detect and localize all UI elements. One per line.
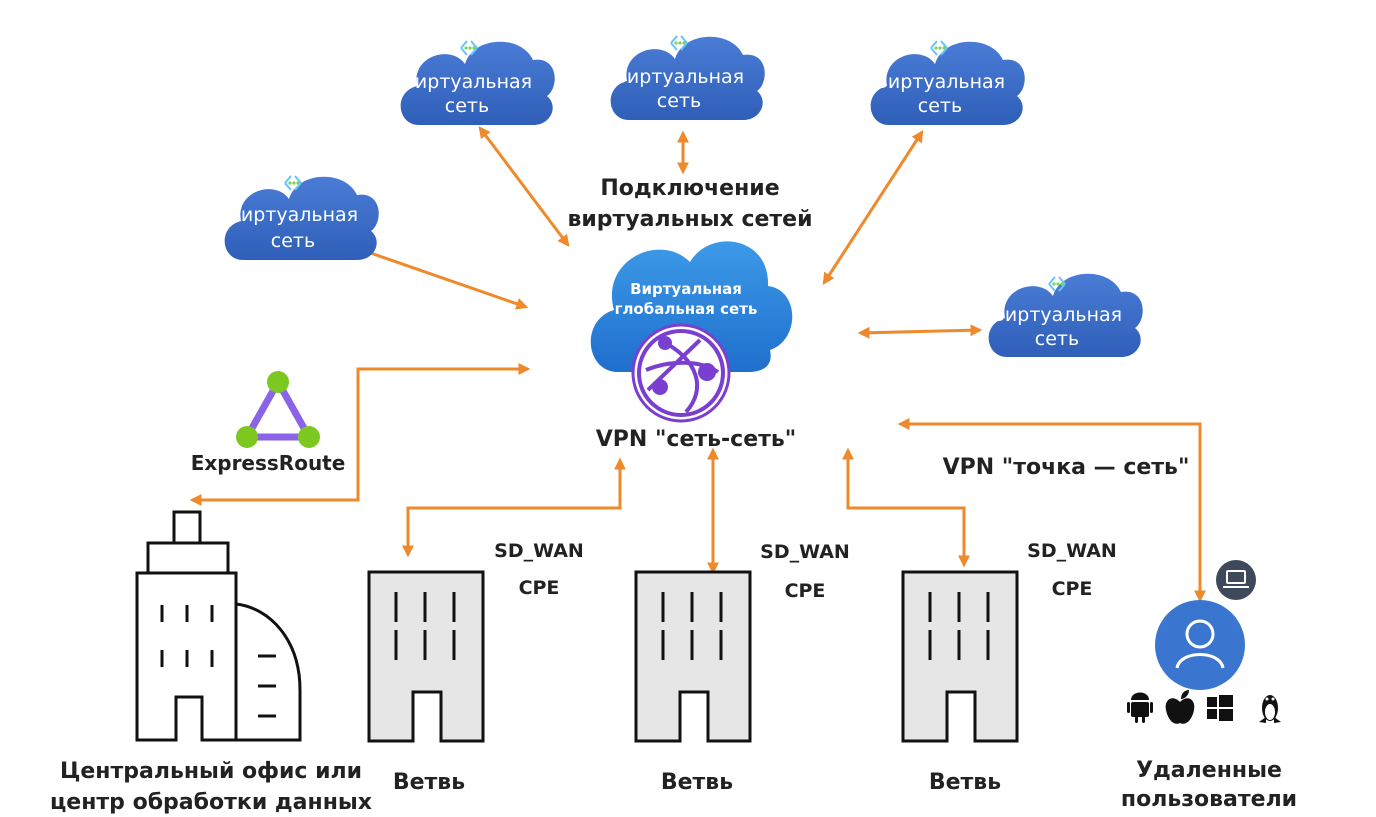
vnet-cloud-2: Виртуальная сеть [610,35,765,120]
virtual-wan-globe-icon [631,323,731,423]
branch-3: SD_WAN CPE Ветвь [901,540,1117,795]
vnet-label: сеть [657,90,701,112]
sdwan-label: SD_WAN [760,541,850,563]
hub-label: Виртуальная [630,280,742,298]
remote-users: Удаленные пользователи [1121,560,1297,812]
connectors [189,126,1206,603]
cpe-label: CPE [1052,578,1093,600]
branch-label: Ветвь [393,770,465,795]
vnet-connection-label: Подключение [600,176,779,201]
user-icon [1155,600,1245,690]
virtual-network-icon [460,40,478,56]
connector-vnet-5 [857,324,983,339]
s2s-vpn-label: VPN "сеть-сеть" [596,427,797,452]
hub-label: глобальная сеть [615,300,758,318]
hub-cloud [590,241,793,372]
sdwan-label: SD_WAN [1027,540,1117,562]
vnet-connection-label: виртуальных сетей [567,207,812,232]
expressroute: ExpressRoute [191,371,346,475]
expressroute-label: ExpressRoute [191,451,346,475]
cpe-label: CPE [785,580,826,602]
android-icon [1127,692,1153,723]
branch-1: SD_WAN CPE Ветвь [367,540,584,795]
connector-branch-1 [402,457,626,558]
p2s-vpn-label: VPN "точка — сеть" [943,455,1190,480]
vnet-cloud-4: Виртуальная сеть [224,175,379,260]
vnet-cloud-5: Виртуальная сеть [988,273,1143,357]
virtual-network-icon [670,35,688,51]
vnet-label: Виртуальная [992,304,1122,326]
linux-icon [1259,695,1281,723]
connector-vnet-3 [822,129,924,286]
vnet-label: Виртуальная [228,204,358,226]
connector-vnet-4 [361,248,529,310]
connector-remote-users [897,418,1206,603]
expressroute-icon [236,371,320,448]
vnet-label: сеть [445,95,489,117]
remote-users-label: пользователи [1121,787,1297,812]
hq-label: центр обработки данных [50,790,372,815]
vnet-label: Виртуальная [614,66,744,88]
apple-icon [1165,690,1195,724]
cpe-label: CPE [519,577,560,599]
connector-vnet-1 [478,126,570,247]
hq-top [146,541,230,575]
vnet-label: Виртуальная [875,71,1005,93]
laptop-icon [1216,560,1256,600]
hq-annex [234,602,302,742]
connector-expressroute [189,363,531,506]
virtual-network-icon [284,175,302,191]
vnet-cloud-3: Виртуальная сеть [870,40,1025,125]
hq-spire [172,510,202,546]
remote-users-label: Удаленные [1136,758,1282,783]
headquarters-building: Центральный офис или центр обработки дан… [50,510,372,815]
vnet-label: сеть [1035,328,1079,350]
branch-label: Ветвь [661,770,733,795]
sdwan-label: SD_WAN [494,540,584,562]
vnet-label: Виртуальная [402,71,532,93]
branch-2: SD_WAN CPE Ветвь [634,541,850,795]
windows-icon [1207,695,1233,721]
virtual-network-icon [930,40,948,56]
branch-label: Ветвь [929,770,1001,795]
vnet-label: сеть [918,95,962,117]
vnet-label: сеть [271,230,315,252]
virtual-network-icon [1048,276,1066,292]
virtual-wan-hub: Виртуальная глобальная сеть [590,241,793,423]
vnet-cloud-1: Виртуальная сеть [400,40,555,125]
hq-label: Центральный офис или [60,759,362,784]
